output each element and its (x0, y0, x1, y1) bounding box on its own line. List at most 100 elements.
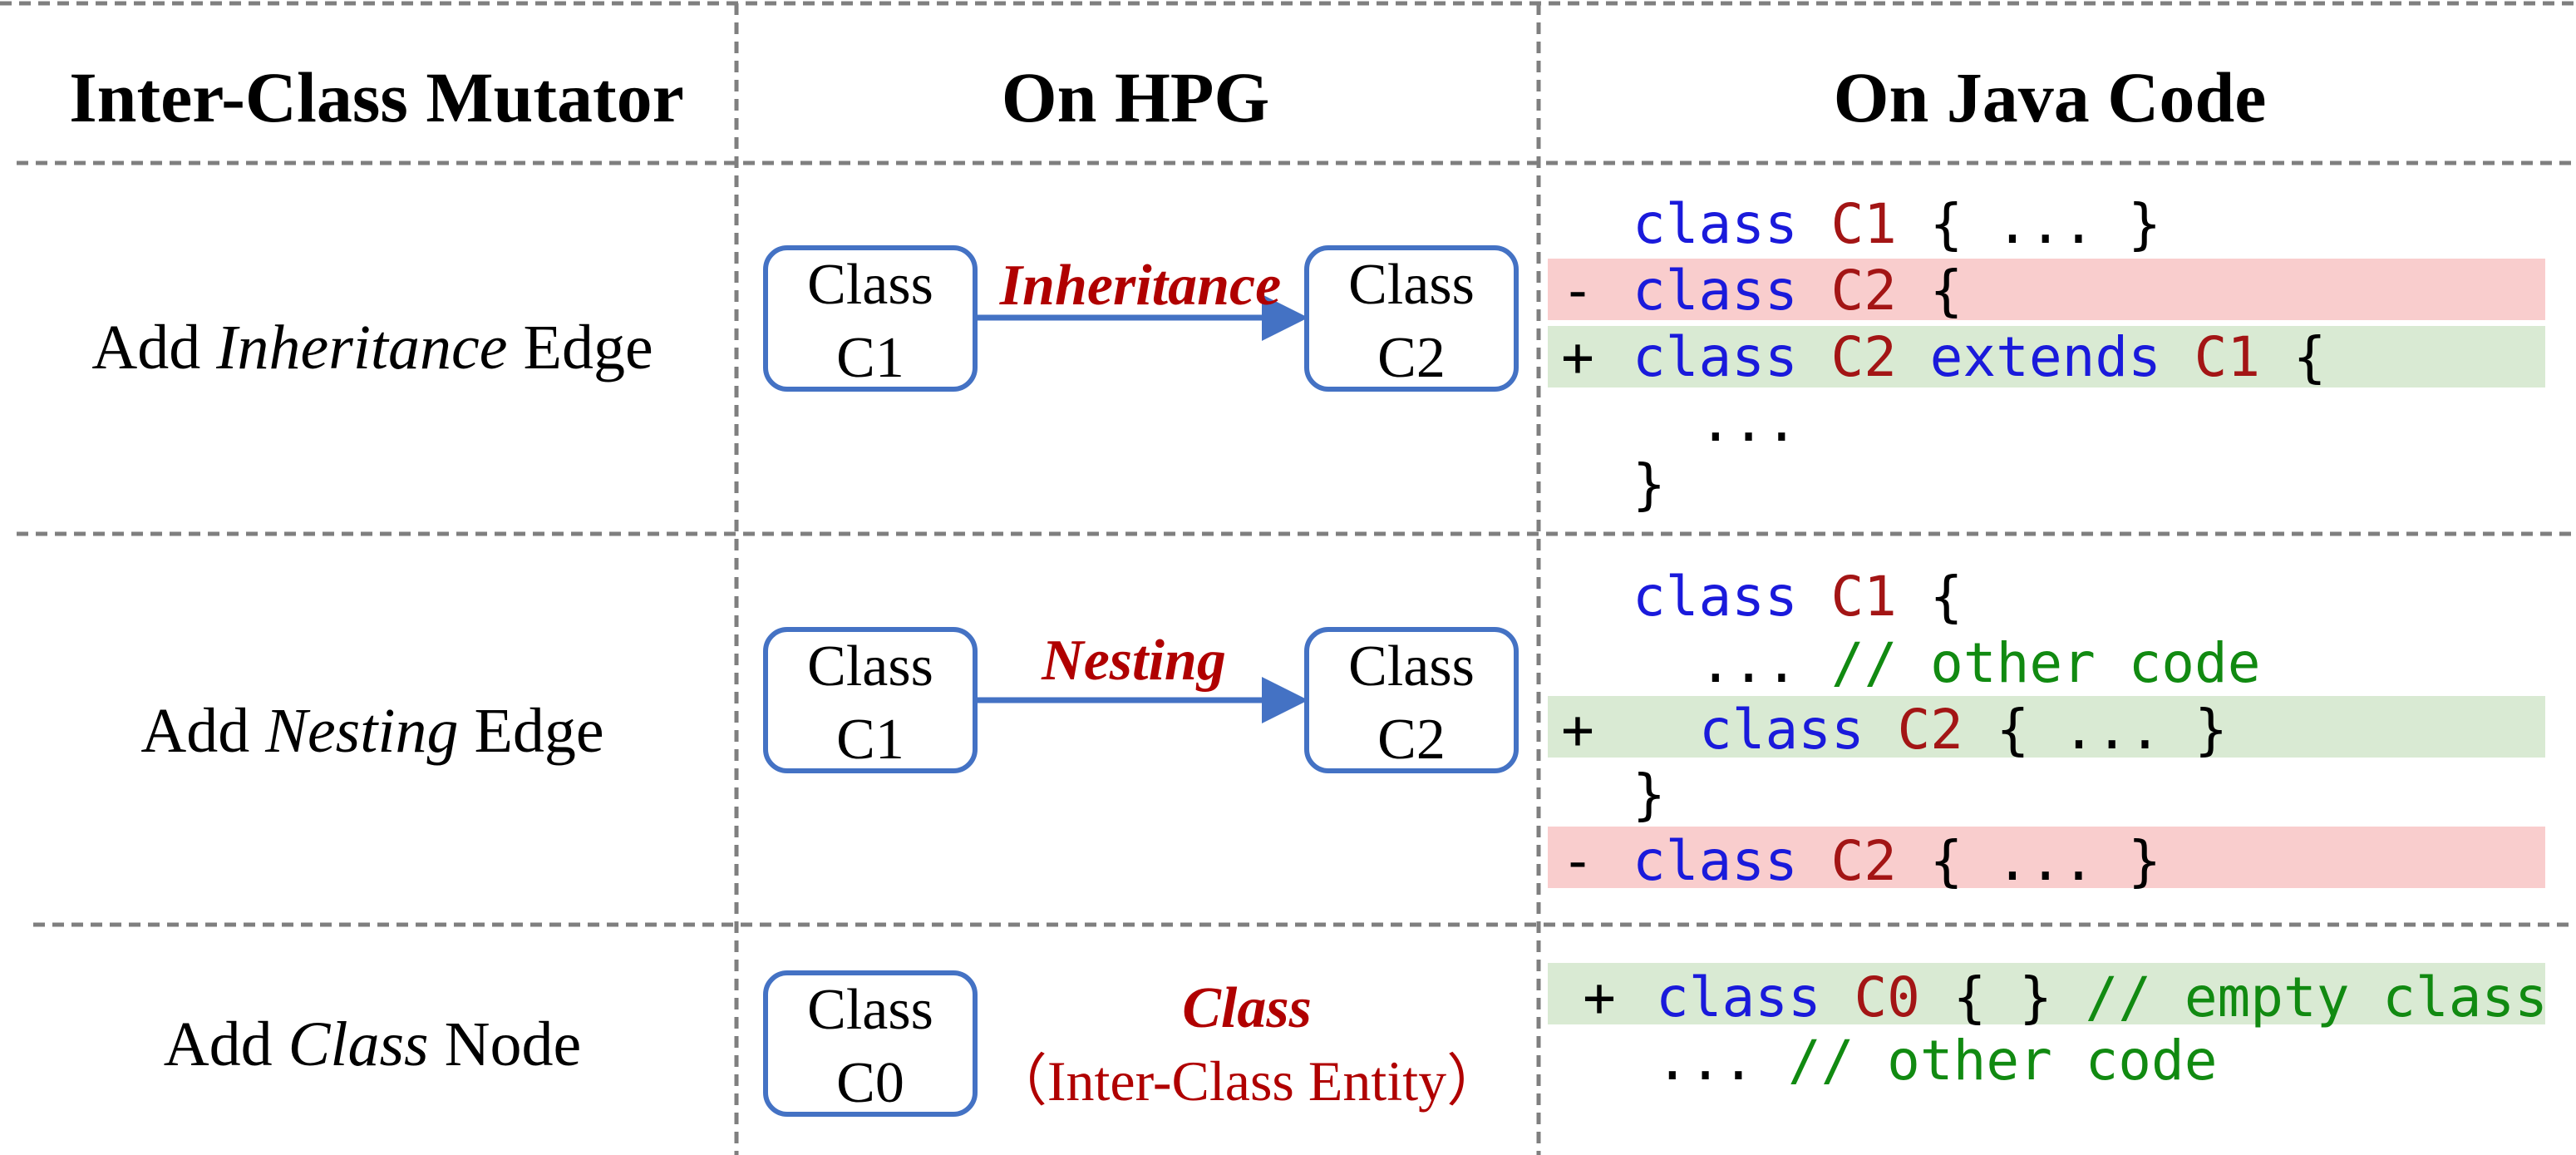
code-keyword: class (1633, 192, 1798, 256)
class-node-kind: Class (807, 978, 933, 1042)
code-identifier: C1 (1830, 192, 1896, 256)
mutator-name-pre: Add (140, 696, 265, 766)
code-text (1798, 829, 1831, 893)
code-text (1798, 259, 1831, 323)
hpg-row-nesting: Class C1 Class C2 Nesting (763, 627, 1519, 773)
mutator-name-emph: Inheritance (215, 313, 507, 383)
class-node (763, 627, 978, 773)
code-identifier: C0 (1854, 965, 1919, 1029)
code-text: { } (1920, 965, 2086, 1029)
edge-label: Nesting (1041, 629, 1226, 693)
code-text: } (1633, 452, 1666, 516)
code-text: { (1897, 565, 1963, 629)
mutator-name-pre: Add (164, 1009, 288, 1079)
class-node-kind: Class (807, 253, 933, 317)
diff-removed-marker: - (1561, 259, 1594, 323)
code-identifier: C2 (1830, 829, 1896, 893)
code-line: class C0 { } // empty class (1656, 965, 2548, 1029)
code-comment: // empty class (2086, 965, 2548, 1029)
code-line: } (1633, 452, 1666, 516)
code-text: ... (1656, 1029, 1788, 1093)
class-node (763, 970, 978, 1117)
removed-line-highlight (1548, 259, 2545, 320)
mutator-name-pre: Add (91, 313, 216, 383)
table-header: Inter-Class Mutator On HPG On Java Code (69, 57, 2266, 137)
diff-highlights (1548, 259, 2545, 1024)
class-node-name: C0 (836, 1051, 904, 1115)
code-text: ... (1699, 631, 1831, 695)
mutator-name: Add Inheritance Edge (91, 313, 653, 383)
diff-added-marker: + (1583, 965, 1616, 1029)
header-java-code: On Java Code (1834, 57, 2267, 137)
diff-added-marker: + (1561, 698, 1594, 762)
code-line: ... (1699, 390, 1798, 454)
code-comment: // other code (1831, 631, 2261, 695)
code-line: } (1633, 763, 1666, 827)
removed-line-highlight (1548, 827, 2545, 888)
code-line: class C1 { ... } (1633, 192, 2161, 256)
code-text (1798, 192, 1831, 256)
code-text (1798, 565, 1831, 629)
code-keyword: class (1656, 965, 1821, 1029)
added-line-highlight (1548, 963, 2545, 1024)
code-text: { (1897, 259, 1963, 323)
code-keyword: class (1633, 829, 1798, 893)
mutator-name-emph: Class (288, 1009, 429, 1079)
hpg-row-class-node: Class C0 Class （Inter-Class Entity） (763, 970, 1503, 1117)
added-line-highlight (1548, 326, 2545, 387)
code-text: { (2260, 325, 2326, 389)
class-node-kind: Class (1348, 253, 1475, 317)
mutator-name-emph: Nesting (264, 696, 458, 766)
java-code: class C1 { ... }-class C2 {+class C2 ext… (1561, 192, 2548, 1093)
diff-removed-marker: - (1561, 829, 1594, 893)
code-identifier: C2 (1897, 698, 1963, 762)
diff-added-marker: + (1561, 325, 1594, 389)
code-comment: // other code (1788, 1029, 2218, 1093)
class-node (763, 245, 978, 392)
entity-title: Class (1182, 976, 1312, 1040)
mutator-names: Add Inheritance Edge Add Nesting Edge Ad… (91, 313, 653, 1079)
class-node-name: C2 (1377, 708, 1446, 772)
edge-label: Inheritance (999, 254, 1281, 318)
code-line: class C2 { ... } (1699, 698, 2228, 762)
class-node-kind: Class (1348, 634, 1475, 698)
code-identifier: C1 (1830, 565, 1896, 629)
code-text: { ... } (1963, 698, 2228, 762)
code-text (2161, 325, 2194, 389)
code-line: ... // other code (1699, 631, 2261, 695)
code-line: class C2 { (1633, 259, 1963, 323)
header-mutator: Inter-Class Mutator (69, 57, 684, 137)
code-keyword: class (1699, 698, 1864, 762)
mutator-name-post: Edge (458, 696, 603, 766)
code-text: { ... } (1897, 829, 2161, 893)
code-keyword: class (1633, 325, 1798, 389)
code-text: { ... } (1897, 192, 2161, 256)
entity-subtitle: （Inter-Class Entity） (991, 1049, 1503, 1113)
code-line: class C2 extends C1 { (1633, 325, 2327, 389)
code-keyword: class (1633, 565, 1798, 629)
mutator-name-post: Node (429, 1009, 582, 1079)
mutator-name: Add Class Node (164, 1009, 581, 1079)
class-node-name: C1 (836, 326, 904, 390)
code-line: class C2 { ... } (1633, 829, 2161, 893)
class-node-name: C1 (836, 708, 904, 772)
code-line: ... // other code (1656, 1029, 2218, 1093)
code-keyword: class (1633, 259, 1798, 323)
class-node-name: C2 (1377, 326, 1446, 390)
code-text: ... (1699, 390, 1798, 454)
mutator-name: Add Nesting Edge (140, 696, 603, 766)
class-node-kind: Class (807, 634, 933, 698)
code-identifier: C2 (1830, 259, 1896, 323)
code-text (1864, 698, 1898, 762)
code-text (1821, 965, 1854, 1029)
code-identifier: C1 (2194, 325, 2260, 389)
code-identifier: C2 (1830, 325, 1896, 389)
header-hpg: On HPG (1002, 57, 1270, 137)
code-text: } (1633, 763, 1666, 827)
code-line: class C1 { (1633, 565, 1963, 629)
code-keyword: extends (1930, 325, 2161, 389)
code-text (1897, 325, 1930, 389)
